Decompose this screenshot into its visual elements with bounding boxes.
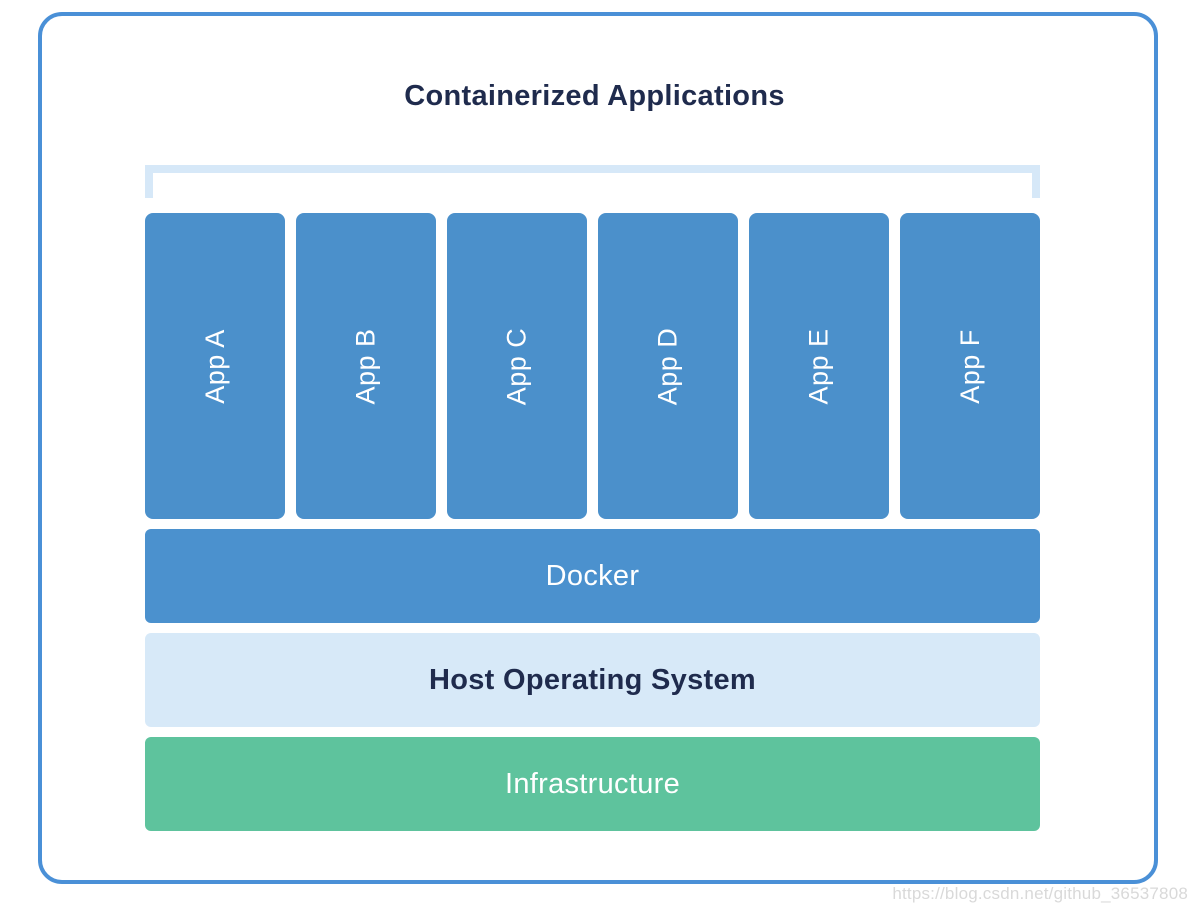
app-label: App E <box>803 327 834 405</box>
app-box-d: App D <box>598 213 738 519</box>
apps-grouping-bracket <box>145 165 1040 198</box>
app-label: App C <box>501 327 532 405</box>
app-label: App B <box>350 327 381 405</box>
host-os-layer: Host Operating System <box>145 633 1040 727</box>
app-box-c: App C <box>447 213 587 519</box>
docker-layer: Docker <box>145 529 1040 623</box>
app-label: App A <box>199 328 230 404</box>
app-box-a: App A <box>145 213 285 519</box>
app-label: App D <box>652 327 683 405</box>
app-box-f: App F <box>900 213 1040 519</box>
app-box-b: App B <box>296 213 436 519</box>
app-label: App F <box>954 328 985 404</box>
diagram-title: Containerized Applications <box>404 80 785 112</box>
csdn-watermark: https://blog.csdn.net/github_36537808 <box>892 884 1188 903</box>
app-box-e: App E <box>749 213 889 519</box>
infrastructure-layer: Infrastructure <box>145 737 1040 831</box>
containerized-apps-row: App A App B App C App D App E App F <box>145 213 1040 519</box>
